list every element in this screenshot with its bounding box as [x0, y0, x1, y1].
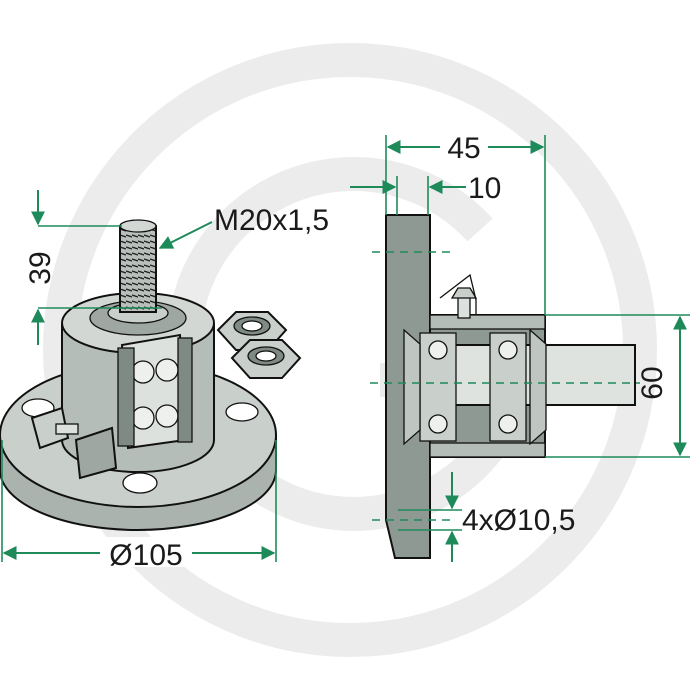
bearing-right: [489, 332, 527, 442]
dimension-total-width: 45: [385, 128, 546, 315]
total-width-label: 45: [447, 132, 480, 165]
flange-diameter-label: Ø105: [109, 539, 182, 572]
dimension-flange-diameter: Ø105: [1, 440, 277, 572]
dimension-flange-thickness: 10: [350, 172, 501, 215]
housing-diameter-label: 60: [636, 366, 669, 399]
dimension-housing-diameter: 60: [545, 314, 690, 458]
nut-lower: [230, 339, 302, 379]
bearing-balls: [131, 358, 179, 430]
bolt-hole: [225, 402, 259, 422]
bolt-hole: [122, 472, 158, 494]
holes-label: 4xØ10,5: [462, 504, 575, 537]
hub-section-view: [370, 214, 640, 559]
dimension-holes: 4xØ10,5: [398, 472, 575, 562]
dimension-thread: M20x1,5: [158, 204, 329, 249]
stud-height-label: 39: [24, 251, 57, 284]
thread-label: M20x1,5: [214, 204, 329, 237]
grease-nipple: [30, 406, 70, 450]
bearing-left: [419, 332, 457, 442]
flange-thickness-label: 10: [468, 172, 501, 205]
dimension-stud-height: 39: [24, 190, 162, 345]
threaded-stud: [119, 225, 157, 313]
